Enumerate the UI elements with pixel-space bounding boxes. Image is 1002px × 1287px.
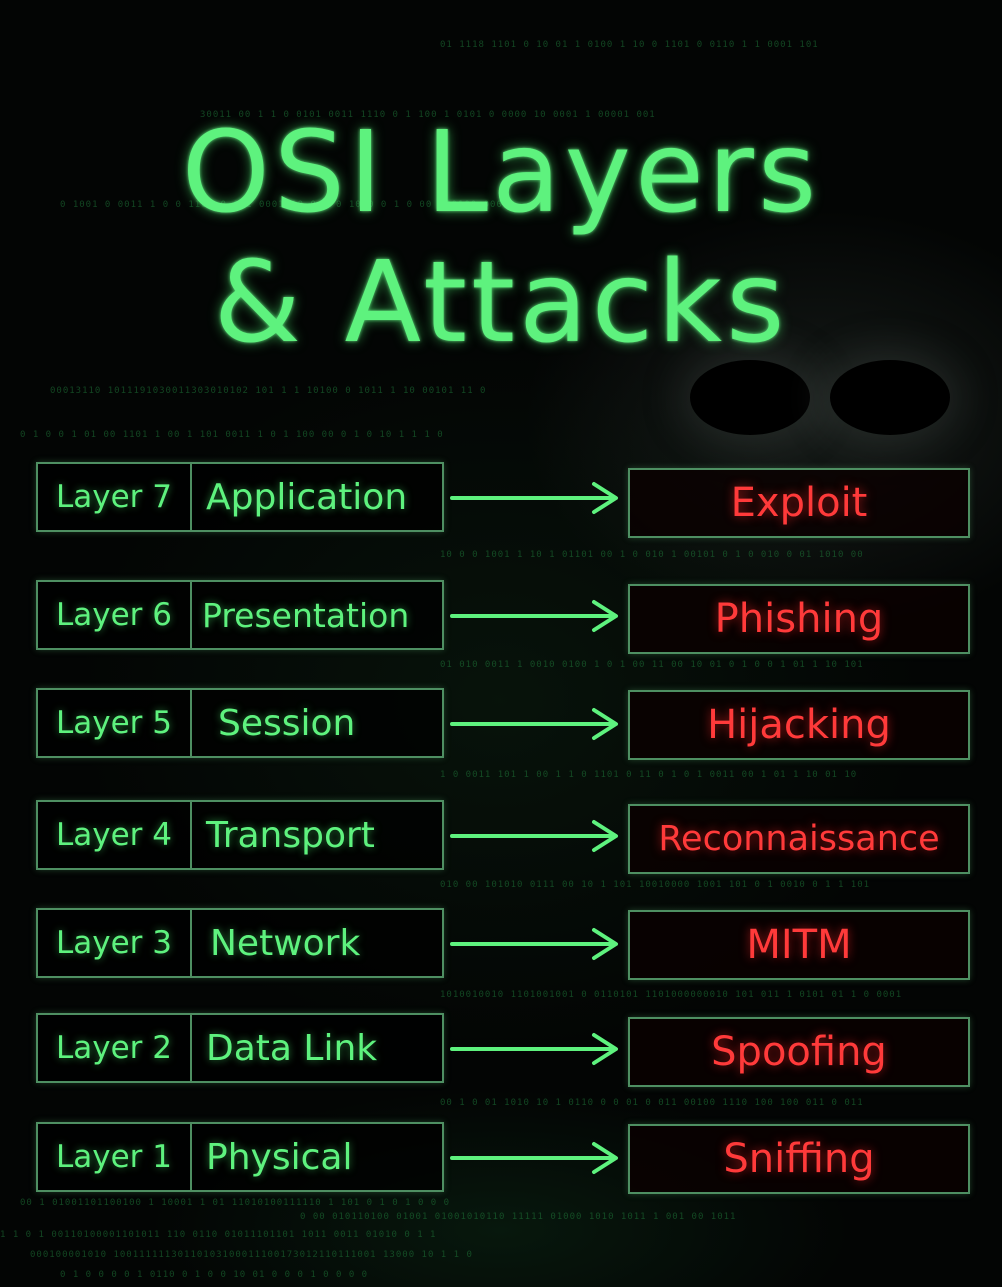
right-arrow-icon <box>450 820 618 852</box>
binary-text: 1010010010 1101001001 0 0110101 11010000… <box>440 990 903 1000</box>
binary-text: 000100001010 100111111301101031000111001… <box>30 1250 473 1260</box>
layer-box: Layer 1 Physical <box>36 1122 444 1192</box>
layer-number: Layer 2 <box>38 1015 192 1081</box>
layer-name: Physical <box>206 1136 353 1178</box>
right-arrow-icon <box>450 1033 618 1065</box>
binary-text: 010 00 101010 0111 00 10 1 101 10010000 … <box>440 880 871 890</box>
right-arrow-icon <box>450 482 618 514</box>
attack-box: Reconnaissance <box>628 804 970 874</box>
osi-row: Layer 2 Data Link Spoofing <box>0 1013 1002 1087</box>
binary-text: 00 1 0 01 1010 10 1 0110 0 0 01 0 011 00… <box>440 1098 864 1108</box>
layer-name: Network <box>210 922 361 964</box>
title-line-1: OSI Layers <box>181 108 821 238</box>
osi-row: Layer 4 Transport Reconnaissance <box>0 800 1002 874</box>
binary-text: 0 1 0 0 0 0 1 0110 0 1 0 0 10 01 0 0 0 1… <box>60 1270 369 1280</box>
osi-row: Layer 6 Presentation Phishing <box>0 580 1002 654</box>
binary-text: 0 1001 0 0011 1 0 0 1101 0 1 1 0001110 0… <box>60 200 510 210</box>
layer-box: Layer 3 Network <box>36 908 444 978</box>
attack-box: Sniffing <box>628 1124 970 1194</box>
right-arrow-icon <box>450 708 618 740</box>
binary-text: 00 1 01001101100100 1 10001 1 01 1101010… <box>20 1198 451 1208</box>
osi-row: Layer 3 Network MITM <box>0 908 1002 980</box>
layer-box: Layer 2 Data Link <box>36 1013 444 1083</box>
attack-box: Exploit <box>628 468 970 538</box>
layer-box: Layer 5 Session <box>36 688 444 758</box>
layer-number: Layer 5 <box>38 690 192 756</box>
title-line-2: & Attacks <box>213 238 789 368</box>
layer-name: Presentation <box>202 595 410 635</box>
layer-box: Layer 6 Presentation <box>36 580 444 650</box>
layer-number: Layer 6 <box>38 582 192 648</box>
attack-box: MITM <box>628 910 970 980</box>
binary-text: 10 0 0 1001 1 10 1 01101 00 1 0 010 1 00… <box>440 550 864 560</box>
layer-name: Application <box>206 476 408 518</box>
binary-text: 0 00 010110100 01001 01001010110 11111 0… <box>300 1212 737 1222</box>
layer-box: Layer 7 Application <box>36 462 444 532</box>
binary-text: 1 1 0 1 00110100001101011 110 0110 01011… <box>0 1230 437 1240</box>
layer-name: Data Link <box>206 1027 378 1069</box>
binary-text: 01 1118 1101 0 10 01 1 0100 1 10 0 1101 … <box>440 40 819 50</box>
layer-number: Layer 7 <box>38 464 192 530</box>
layer-number: Layer 3 <box>38 910 192 976</box>
layer-box: Layer 4 Transport <box>36 800 444 870</box>
right-arrow-icon <box>450 928 618 960</box>
binary-text: 1 0 0011 101 1 00 1 1 0 1101 0 11 0 1 0 … <box>440 770 858 780</box>
osi-row: Layer 7 Application Exploit <box>0 462 1002 538</box>
osi-row: Layer 1 Physical Sniffing <box>0 1122 1002 1194</box>
osi-row: Layer 5 Session Hijacking <box>0 688 1002 760</box>
layer-number: Layer 4 <box>38 802 192 868</box>
layer-name: Transport <box>206 814 375 856</box>
right-arrow-icon <box>450 600 618 632</box>
binary-text: 00013110 1011191030011303010102 101 1 1 … <box>50 386 487 396</box>
right-arrow-icon <box>450 1142 618 1174</box>
binary-text: 01 010 0011 1 0010 0100 1 0 1 00 11 00 1… <box>440 660 864 670</box>
binary-text: 0 1 0 0 1 01 00 1101 1 00 1 101 0011 1 0… <box>20 430 444 440</box>
binary-text: 30011 00 1 1 0 0101 0011 1110 0 1 100 1 … <box>200 110 656 120</box>
attack-box: Spoofing <box>628 1017 970 1087</box>
layer-name: Session <box>218 702 356 744</box>
layer-number: Layer 1 <box>38 1124 192 1190</box>
attack-box: Hijacking <box>628 690 970 760</box>
attack-box: Phishing <box>628 584 970 654</box>
